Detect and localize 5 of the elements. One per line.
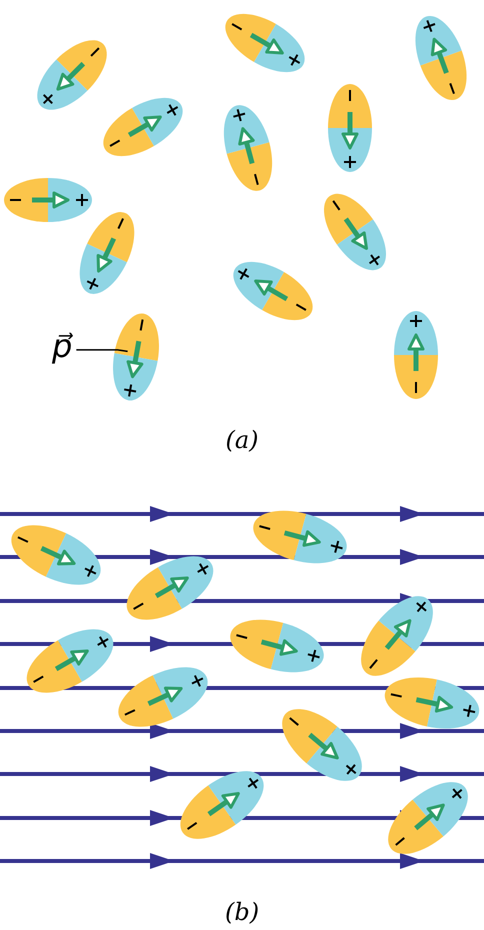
vector-symbol: p⃗ [52,330,72,362]
panel-label: (b) [225,900,260,924]
panel-label: (a) [226,428,259,452]
dipole-moment-arrow [126,340,144,378]
leader-line [76,349,128,352]
